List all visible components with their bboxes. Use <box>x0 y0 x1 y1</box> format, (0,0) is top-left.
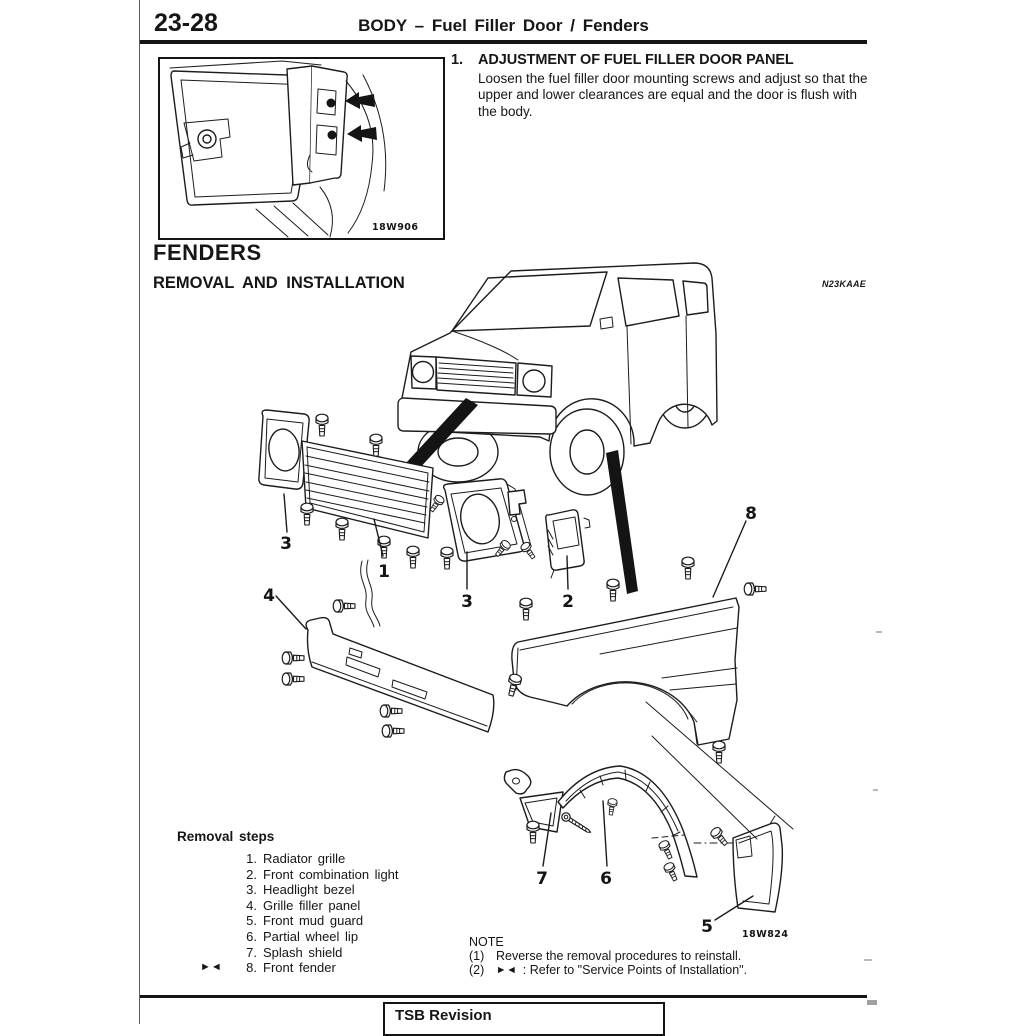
section-heading: ADJUSTMENT OF FUEL FILLER DOOR PANEL <box>478 52 794 68</box>
callout-5: 5 <box>701 917 713 937</box>
removal-step-row: 1. Radiator grille <box>246 851 346 866</box>
construction-line <box>645 701 794 830</box>
callout-8: 8 <box>745 504 757 524</box>
page-title: BODY – Fuel Filler Door / Fenders <box>358 16 649 35</box>
figure-code: 18W824 <box>742 929 789 940</box>
scan-artifact <box>873 789 878 791</box>
removal-step-row: 2. Front combination light <box>246 866 399 882</box>
installation-mark-icon: ►◄ <box>496 964 517 977</box>
note-text: : Refer to "Service Points of Installati… <box>522 963 748 978</box>
section-code: N23KAAE <box>822 279 867 289</box>
fuel-filler-door-drawing: 18W906 <box>169 60 419 238</box>
scan-artifact <box>867 1000 877 1005</box>
construction-line <box>651 735 758 840</box>
removal-installation-subheading: REMOVAL AND INSTALLATION <box>153 274 405 292</box>
fender-exploded-diagram: 3 1 4 3 2 8 7 6 5 18W824 <box>258 262 794 940</box>
step-label: Partial wheel lip <box>263 928 359 944</box>
note-text: Reverse the removal procedures to reinst… <box>496 949 742 964</box>
callout-6: 6 <box>600 869 612 889</box>
part-radiator-grille <box>301 440 434 539</box>
callout-4: 4 <box>263 586 275 606</box>
step-label: Front combination light <box>263 866 399 882</box>
locator-arrow-fender-icon <box>606 450 638 594</box>
part-front-mud-guard <box>732 815 784 913</box>
tsb-revision-label: TSB Revision <box>395 1007 492 1024</box>
note-title: NOTE <box>469 935 504 949</box>
scan-artifact <box>876 631 882 633</box>
callout-3-left: 3 <box>280 534 292 554</box>
removal-step-row: ►◄ 8. Front fender <box>200 960 336 976</box>
screw-arrow-icon <box>347 125 377 142</box>
header-rule <box>140 40 867 44</box>
footer-rule <box>140 995 867 998</box>
step-label: Front fender <box>263 960 336 976</box>
step-label: Radiator grille <box>263 851 346 866</box>
step-label: Headlight bezel <box>263 882 355 898</box>
removal-step-row: 7. Splash shield <box>246 944 343 960</box>
removal-steps: Removal steps 1. Radiator grille 2. Fron… <box>177 829 399 976</box>
vehicle-illustration <box>397 262 718 496</box>
part-fender-clip <box>503 768 532 795</box>
removal-steps-title: Removal steps <box>177 829 275 844</box>
step-label: Splash shield <box>263 944 343 960</box>
installation-mark-icon: ►◄ <box>200 961 222 974</box>
step-label: Front mud guard <box>263 913 364 929</box>
note-block: NOTE (1) Reverse the removal procedures … <box>469 935 747 978</box>
part-front-combination-light <box>545 509 591 579</box>
note-item: (1) Reverse the removal procedures to re… <box>469 949 742 964</box>
scan-artifact <box>864 959 872 961</box>
tsb-revision-box: TSB Revision <box>383 1002 665 1036</box>
callout-1: 1 <box>378 562 390 582</box>
callout-3-right: 3 <box>461 592 473 612</box>
page-number: 23-28 <box>154 9 218 37</box>
section-item-number: 1. <box>451 52 463 68</box>
callout-2: 2 <box>562 592 574 612</box>
long-screw-icon <box>559 810 594 837</box>
part-bezel-clip <box>507 489 527 522</box>
removal-step-row: 5. Front mud guard <box>246 913 364 929</box>
locator-arrow-grille-icon <box>406 398 478 471</box>
callout-leader-lines <box>275 493 754 921</box>
center-line <box>651 834 685 839</box>
section-body-text: Loosen the fuel filler door mounting scr… <box>478 71 868 119</box>
adjustment-section: 1. ADJUSTMENT OF FUEL FILLER DOOR PANEL … <box>451 52 881 120</box>
part-headlight-bezel-left <box>258 409 310 490</box>
step-label: Grille filler panel <box>263 897 361 913</box>
note-item: (2) ►◄ : Refer to "Service Points of Ins… <box>469 963 748 978</box>
removal-step-row: 6. Partial wheel lip <box>246 928 359 944</box>
callout-7: 7 <box>536 869 548 889</box>
part-front-fender <box>511 597 740 746</box>
figure-code: 18W906 <box>372 222 419 233</box>
removal-step-row: 3. Headlight bezel <box>246 882 355 898</box>
part-grille-bracket <box>360 559 381 628</box>
fuel-filler-door-figure: 18W906 <box>158 57 445 240</box>
part-partial-wheel-lip <box>557 765 698 878</box>
removal-step-row: 4. Grille filler panel <box>246 897 361 913</box>
fenders-heading: FENDERS <box>153 240 262 265</box>
scan-edge-line <box>139 0 140 1024</box>
part-grille-filler-panel <box>305 616 495 733</box>
